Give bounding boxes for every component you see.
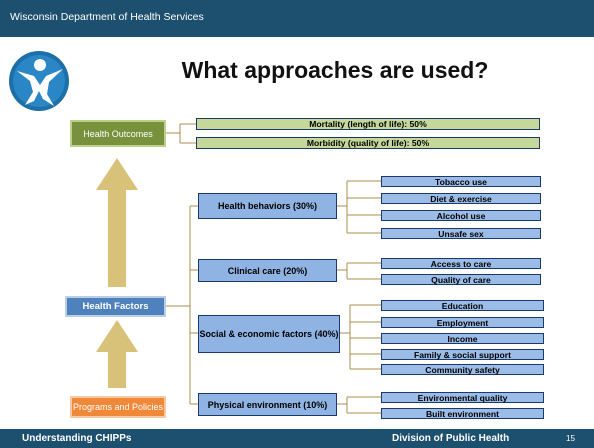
arrow-up-to-outcomes — [96, 158, 138, 287]
arrow-up-to-factors — [96, 320, 138, 388]
page-number: 15 — [566, 434, 575, 443]
health-factors-box: Health Factors — [65, 296, 166, 317]
factor-social-economic: Social & economic factors (40%) — [198, 315, 340, 353]
programs-policies-box: Programs and Policies — [70, 396, 166, 418]
outcome-morbidity: Morbidity (quality of life): 50% — [196, 137, 540, 149]
outcome-mortality: Mortality (length of life): 50% — [196, 118, 540, 130]
footer-bar — [0, 429, 594, 448]
item-family-social-support: Family & social support — [381, 349, 544, 360]
item-education: Education — [381, 300, 544, 311]
footer-left: Understanding CHIPPs — [22, 433, 132, 444]
factor-physical-environment: Physical environment (10%) — [198, 393, 337, 416]
item-tobacco-use: Tobacco use — [381, 176, 541, 187]
page-title: What approaches are used? — [181, 57, 489, 83]
item-unsafe-sex: Unsafe sex — [381, 228, 541, 239]
item-community-safety: Community safety — [381, 364, 544, 375]
item-built-environment: Built environment — [381, 408, 544, 419]
factor-health-behaviors: Health behaviors (30%) — [198, 193, 337, 219]
health-outcomes-box: Health Outcomes — [70, 120, 166, 147]
item-diet-exercise: Diet & exercise — [381, 193, 541, 204]
item-quality-of-care: Quality of care — [381, 274, 541, 285]
header-bar: Wisconsin Department of Health Services — [0, 0, 594, 37]
org-name: Wisconsin Department of Health Services — [10, 11, 204, 23]
item-income: Income — [381, 333, 544, 344]
item-environmental-quality: Environmental quality — [381, 392, 544, 403]
footer-center: Division of Public Health — [392, 433, 510, 444]
item-access-to-care: Access to care — [381, 258, 541, 269]
item-employment: Employment — [381, 317, 544, 328]
item-alcohol-use: Alcohol use — [381, 210, 541, 221]
wisconsin-dhs-logo-icon — [7, 49, 71, 113]
factor-clinical-care: Clinical care (20%) — [198, 259, 337, 282]
